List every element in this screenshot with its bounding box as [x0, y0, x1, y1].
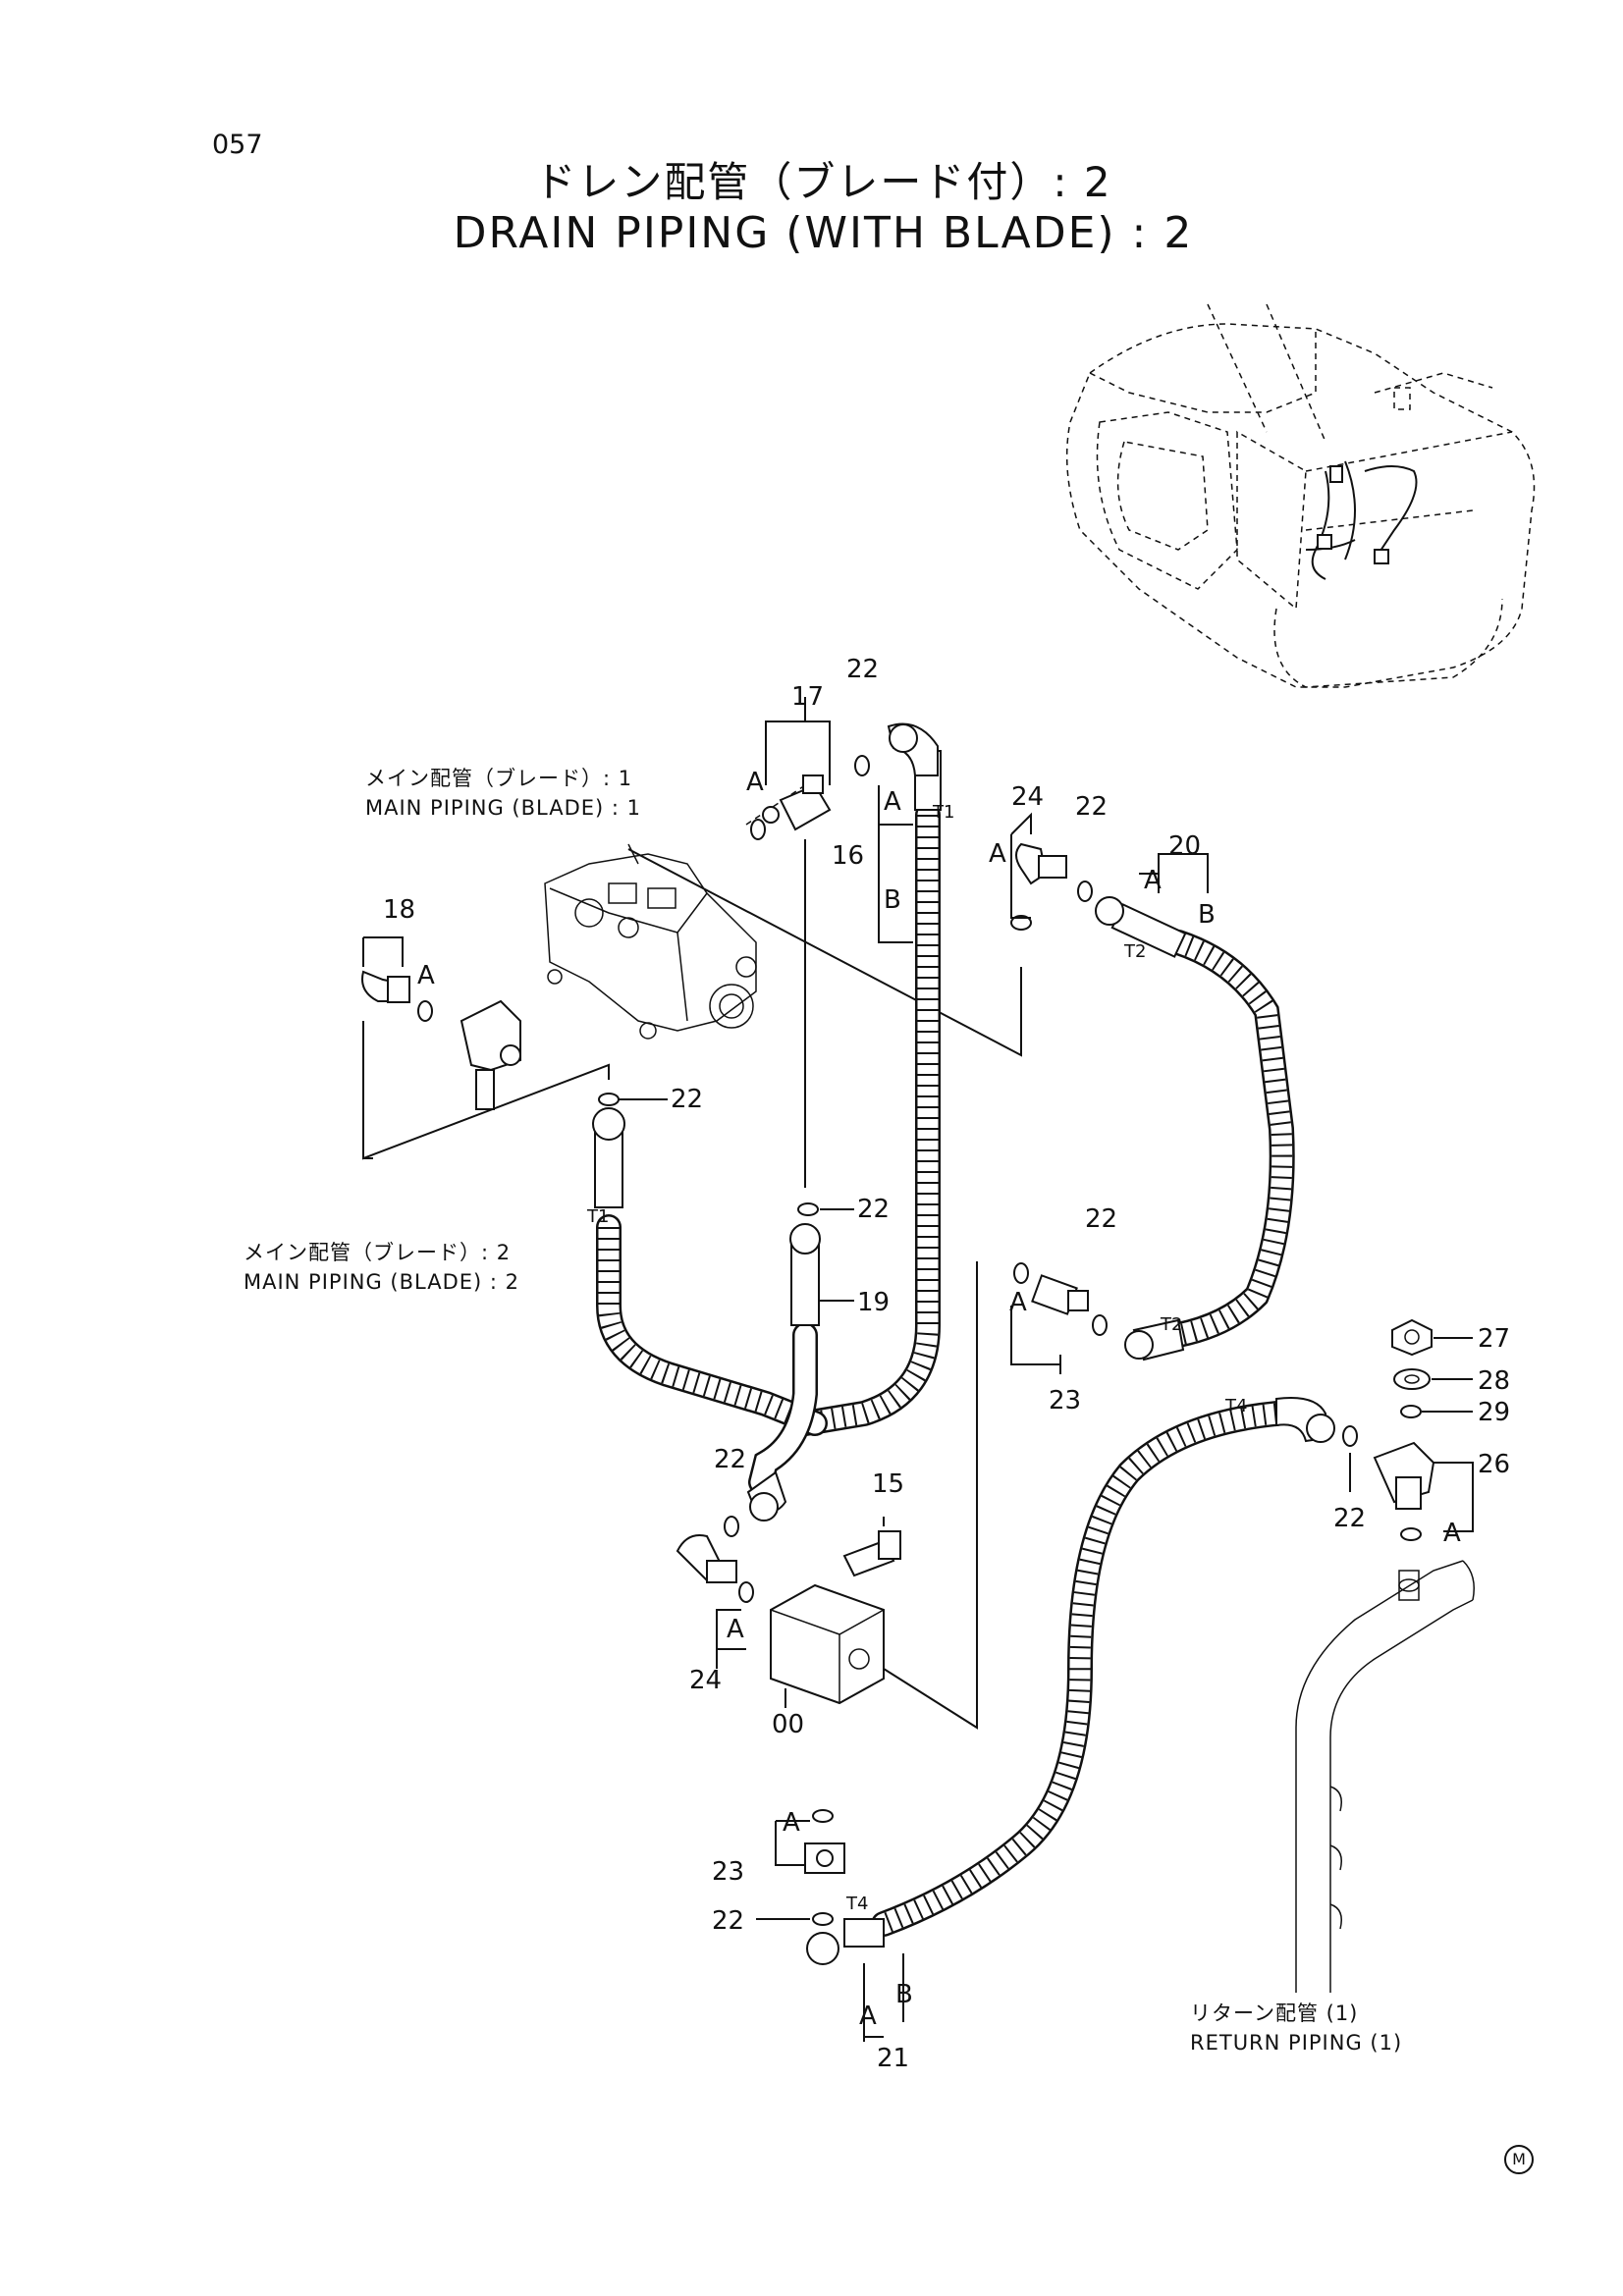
port-label-b: B [884, 885, 901, 915]
excavator-overview-illustration [1065, 303, 1536, 688]
o-ring [1010, 915, 1032, 931]
part-label-29: 29 [1478, 1398, 1510, 1427]
part-label-22: 22 [1075, 792, 1108, 822]
port-label-b: B [895, 1980, 913, 2009]
tee-26 [1373, 1441, 1435, 1510]
o-ring [1092, 1314, 1108, 1336]
port-label-b: B [1198, 900, 1216, 930]
block-00 [770, 1583, 885, 1705]
o-ring [854, 755, 870, 776]
part-label-28: 28 [1478, 1366, 1510, 1396]
port-label-t4: T4 [845, 1894, 868, 1914]
port-label-t2: T2 [1123, 941, 1146, 962]
o-ring [1400, 1527, 1422, 1541]
port-label-a: A [727, 1615, 744, 1644]
hose-16 [792, 722, 942, 1436]
annotation-return-piping-en: RETURN PIPING (1) [1190, 2031, 1402, 2055]
title-english: DRAIN PIPING (WITH BLADE) : 2 [453, 208, 1194, 258]
port-label-a: A [1443, 1519, 1461, 1548]
part-label-22: 22 [671, 1085, 703, 1114]
registered-mark-icon: M [1504, 2145, 1534, 2174]
fitting-23-mid [1031, 1274, 1089, 1315]
port-label-t1: T1 [932, 802, 954, 823]
part-label-15: 15 [872, 1469, 904, 1499]
port-label-a: A [884, 787, 901, 817]
return-pipe-illustration [1295, 1560, 1475, 1993]
hose-21 [806, 1397, 1335, 1965]
part-label-27: 27 [1478, 1324, 1510, 1354]
part-label-00: 00 [772, 1710, 804, 1739]
nut-27 [1391, 1318, 1433, 1357]
port-label-t4: T4 [1224, 1396, 1247, 1416]
port-label-a: A [783, 1808, 800, 1838]
o-ring [750, 819, 766, 840]
annotation-main-piping-2-en: MAIN PIPING (BLADE) : 2 [243, 1270, 519, 1294]
o-ring [417, 1000, 433, 1022]
bolt-15 [842, 1530, 901, 1577]
o-ring [724, 1516, 739, 1537]
part-label-21: 21 [877, 2044, 909, 2073]
o-ring [812, 1912, 834, 1926]
part-label-19: 19 [857, 1288, 890, 1317]
washer-28 [1393, 1368, 1431, 1390]
part-label-20: 20 [1168, 831, 1201, 861]
leader-lines [362, 784, 1022, 1730]
o-ring [738, 1581, 754, 1603]
port-label-a: A [1144, 866, 1162, 895]
port-label-a: A [417, 961, 435, 990]
part-label-17: 17 [791, 682, 824, 712]
port-label-t1: T1 [586, 1206, 609, 1227]
hose-main-piping-2 [592, 1107, 828, 1436]
fitting-18 [361, 970, 410, 1003]
o-rings [417, 755, 1422, 1926]
part-label-26: 26 [1478, 1450, 1510, 1479]
port-label-a: A [859, 2002, 877, 2031]
annotation-main-piping-1-jp: メイン配管（ブレード）: 1 [365, 767, 632, 790]
o-ring [598, 1093, 620, 1106]
o-ring [1077, 881, 1093, 902]
page-number: 057 [212, 130, 263, 160]
o-ring [1013, 1262, 1029, 1284]
port-label-t2: T2 [1160, 1314, 1182, 1335]
part-label-22: 22 [857, 1195, 890, 1224]
o-ring [1400, 1405, 1422, 1418]
o-ring [812, 1809, 834, 1823]
port-label-a: A [989, 839, 1006, 869]
callout-lines [362, 697, 1474, 2042]
part-number-labels: 22 17 16 24 22 20 18 22 22 22 19 23 27 2… [383, 655, 1510, 2073]
part-label-22: 22 [1085, 1204, 1117, 1234]
part-label-22: 22 [714, 1445, 746, 1474]
hose-19 [746, 1223, 821, 1522]
fitting-17 [762, 774, 832, 831]
part-label-23: 23 [712, 1857, 744, 1887]
o-ring [797, 1202, 819, 1216]
port-label-a: A [746, 768, 764, 797]
part-label-18: 18 [383, 895, 415, 925]
port-label-a: A [1009, 1288, 1027, 1317]
annotation-return-piping-jp: リターン配管 (1) [1190, 2002, 1358, 2025]
hose-20 [1095, 896, 1295, 1362]
part-label-23: 23 [1049, 1386, 1081, 1415]
part-label-24: 24 [689, 1666, 722, 1695]
annotation-main-piping-1-en: MAIN PIPING (BLADE) : 1 [365, 796, 641, 820]
drain-hose-highlight [1305, 460, 1418, 580]
part-label-22: 22 [1333, 1504, 1366, 1533]
control-valve-illustration [544, 843, 757, 1040]
part-label-22: 22 [846, 655, 879, 684]
o-ring [1342, 1425, 1358, 1447]
part-label-22: 22 [712, 1906, 744, 1936]
fitting-24-top [1015, 842, 1067, 885]
fitting-23-bottom [804, 1842, 845, 1874]
annotation-main-piping-2-jp: メイン配管（ブレード）: 2 [243, 1241, 511, 1264]
title-japanese: ドレン配管（ブレード付）: 2 [534, 158, 1112, 206]
piping-annotations: メイン配管（ブレード）: 1 MAIN PIPING (BLADE) : 1 メ… [243, 767, 1402, 2055]
part-label-16: 16 [832, 841, 864, 871]
part-label-24: 24 [1011, 782, 1044, 812]
fitting-24-bottom [676, 1534, 737, 1583]
flange-18 [460, 999, 521, 1110]
port-labels: A A T1 B A A B T2 A T1 A T2 T4 A A A T4 … [417, 768, 1461, 2031]
